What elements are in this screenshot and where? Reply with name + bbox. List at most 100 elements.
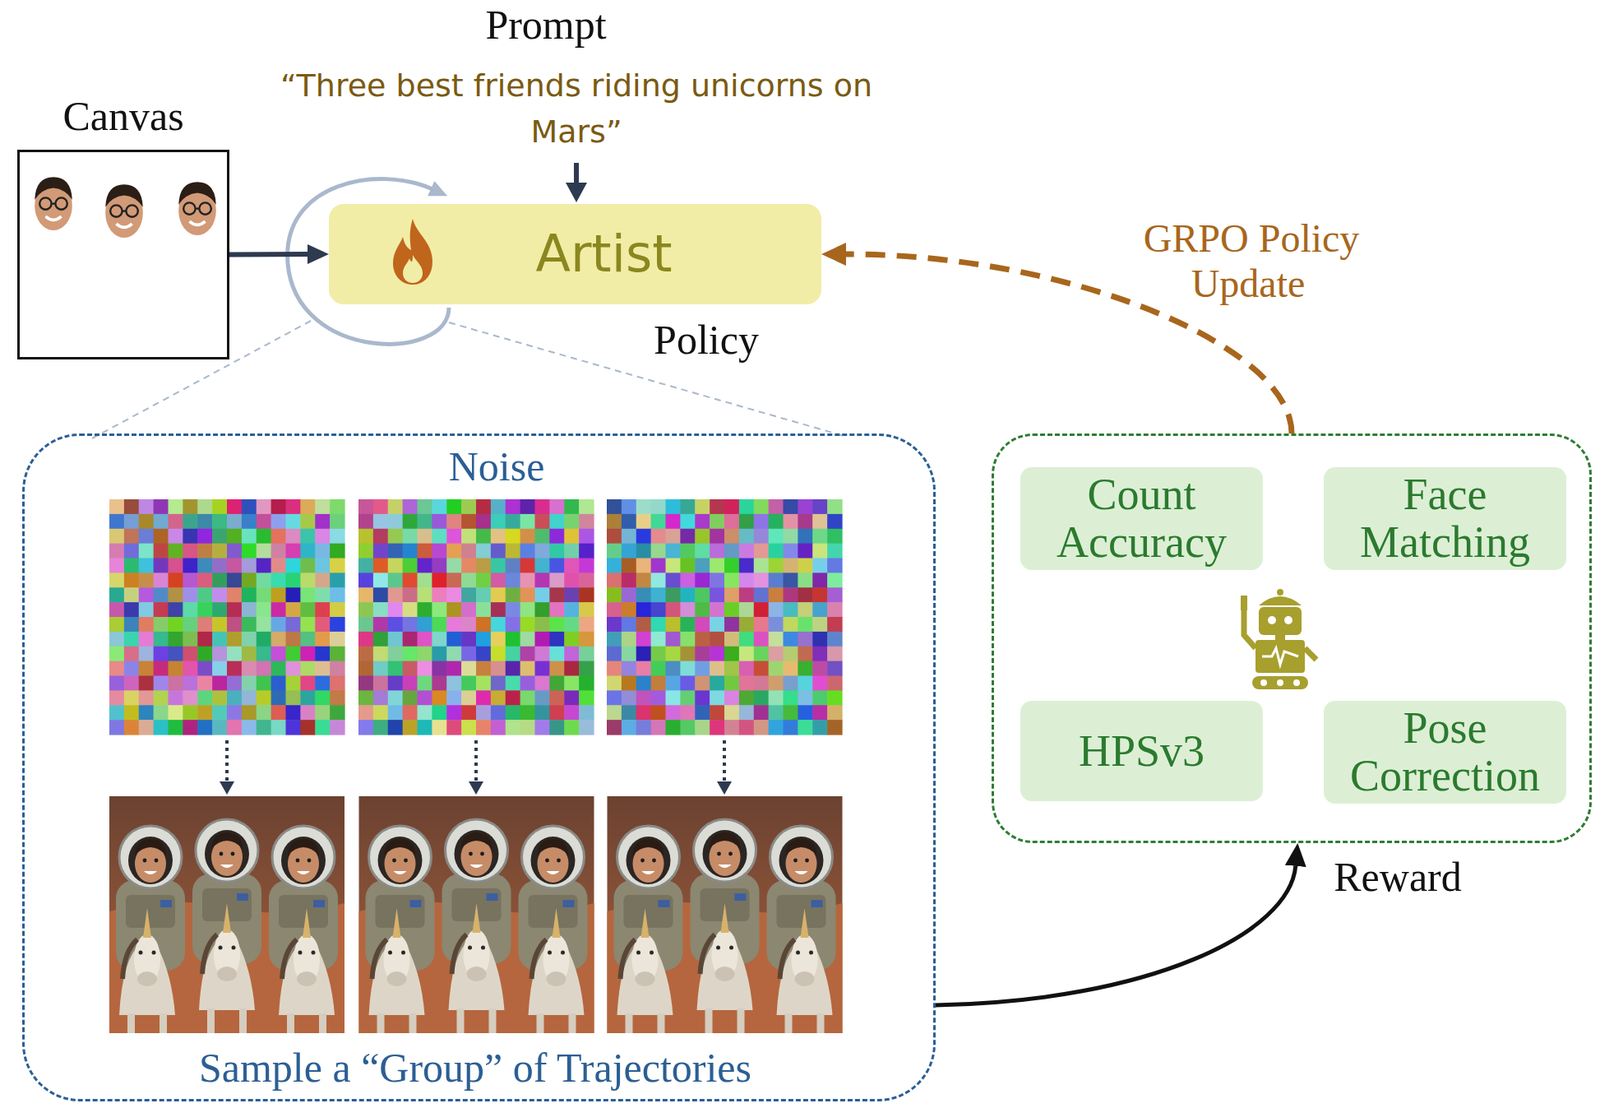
noise-pixel [153,616,169,632]
noise-pixel [124,528,139,544]
noise-pixel [197,587,213,602]
noise-pixel [286,631,301,647]
noise-pixel [724,646,740,662]
noise-pixel [226,719,242,735]
noise-pixel [461,646,477,662]
noise-pixel [797,719,813,735]
noise-pixel [402,631,418,647]
noise-pixel [329,558,345,574]
noise-pixel [564,704,579,720]
noise-pixel [461,616,477,632]
noise-pixel [812,587,828,602]
noise-pixel [768,675,784,691]
noise-pixel [138,661,154,676]
noise-pixel [153,572,169,588]
noise-pixel [606,587,622,602]
noise-pixel [827,543,842,559]
noise-pixel [358,499,374,514]
noise-pixel [621,675,637,691]
noise-pixel [651,528,666,544]
noise-pixel [373,499,389,514]
noise-pixel [182,675,198,691]
noise-pixel [520,601,536,617]
noise-pixel [153,587,169,602]
noise-pixel [709,675,725,691]
noise-pixel [271,558,287,574]
noise-pixel [124,558,139,574]
noise-pixel [709,572,725,588]
noise-pixel [256,646,272,662]
noise-pixel [197,704,213,720]
noise-pixel [636,719,652,735]
noise-pixel [679,601,695,617]
noise-pixel [373,704,389,720]
noise-pixel [402,528,418,544]
noise-pixel [271,601,287,617]
noise-pixel [651,616,666,632]
noise-pixel [694,704,710,720]
noise-pixel [783,572,799,588]
noise-pixel [679,543,695,559]
noise-pixel [797,631,813,647]
noise-pixel [197,499,213,514]
noise-pixel [665,543,681,559]
noise-pixel [505,499,521,514]
noise-pixel [783,616,799,632]
noise-pixel [621,704,637,720]
noise-pixel [256,689,272,705]
noise-pixel [124,675,139,691]
noise-pixel [197,661,213,676]
canvas-box: Canvas [17,149,230,360]
noise-pixel [724,528,740,544]
noise-pixel [461,719,477,735]
noise-pixel [182,646,198,662]
noise-pixel [739,661,754,676]
noise-pixel [461,558,477,574]
noise-pixel [241,528,257,544]
noise-pixel [606,601,622,617]
noise-pixel [197,572,213,588]
noise-pixel [564,631,579,647]
noise-pixel [241,719,257,735]
noise-pixel [286,646,301,662]
noise-pixel [535,543,551,559]
noise-pixel [694,631,710,647]
noise-pixel [109,646,125,662]
noise-pixel [520,631,536,647]
face-figure [34,176,73,231]
noise-pixel [520,689,536,705]
noise-pixel [124,631,139,647]
noise-pixel [446,631,462,647]
noise-pixel [271,675,287,691]
noise-pixel [768,704,784,720]
noise-pixel [651,704,666,720]
noise-pixel [168,646,184,662]
noise-pixel [679,719,695,735]
generated-images [109,795,843,1046]
noise-pixel [578,543,594,559]
noise-pixel [768,601,784,617]
noise-pixel [256,528,272,544]
noise-pixel [388,499,403,514]
noise-pixel [739,572,754,588]
noise-pixel [300,661,315,676]
noise-pixel [212,513,227,529]
noise-pixel [212,689,227,705]
noise-pixel [373,587,389,602]
face-figure [105,184,144,238]
noise-pixel [739,719,754,735]
noise-pixel [535,558,551,574]
noise-pixel [679,513,695,529]
noise-pixel [520,572,536,588]
noise-pixel [812,646,828,662]
noise-pixel [124,661,139,676]
noise-pixel [329,704,345,720]
noise-pixel [358,587,374,602]
noise-pixel [709,704,725,720]
noise-pixel [373,689,389,705]
noise-pixel [182,689,198,705]
noise-pixel [168,704,184,720]
noise-pixel [535,572,551,588]
noise-pixel [812,528,828,544]
noise-pixel [636,616,652,632]
